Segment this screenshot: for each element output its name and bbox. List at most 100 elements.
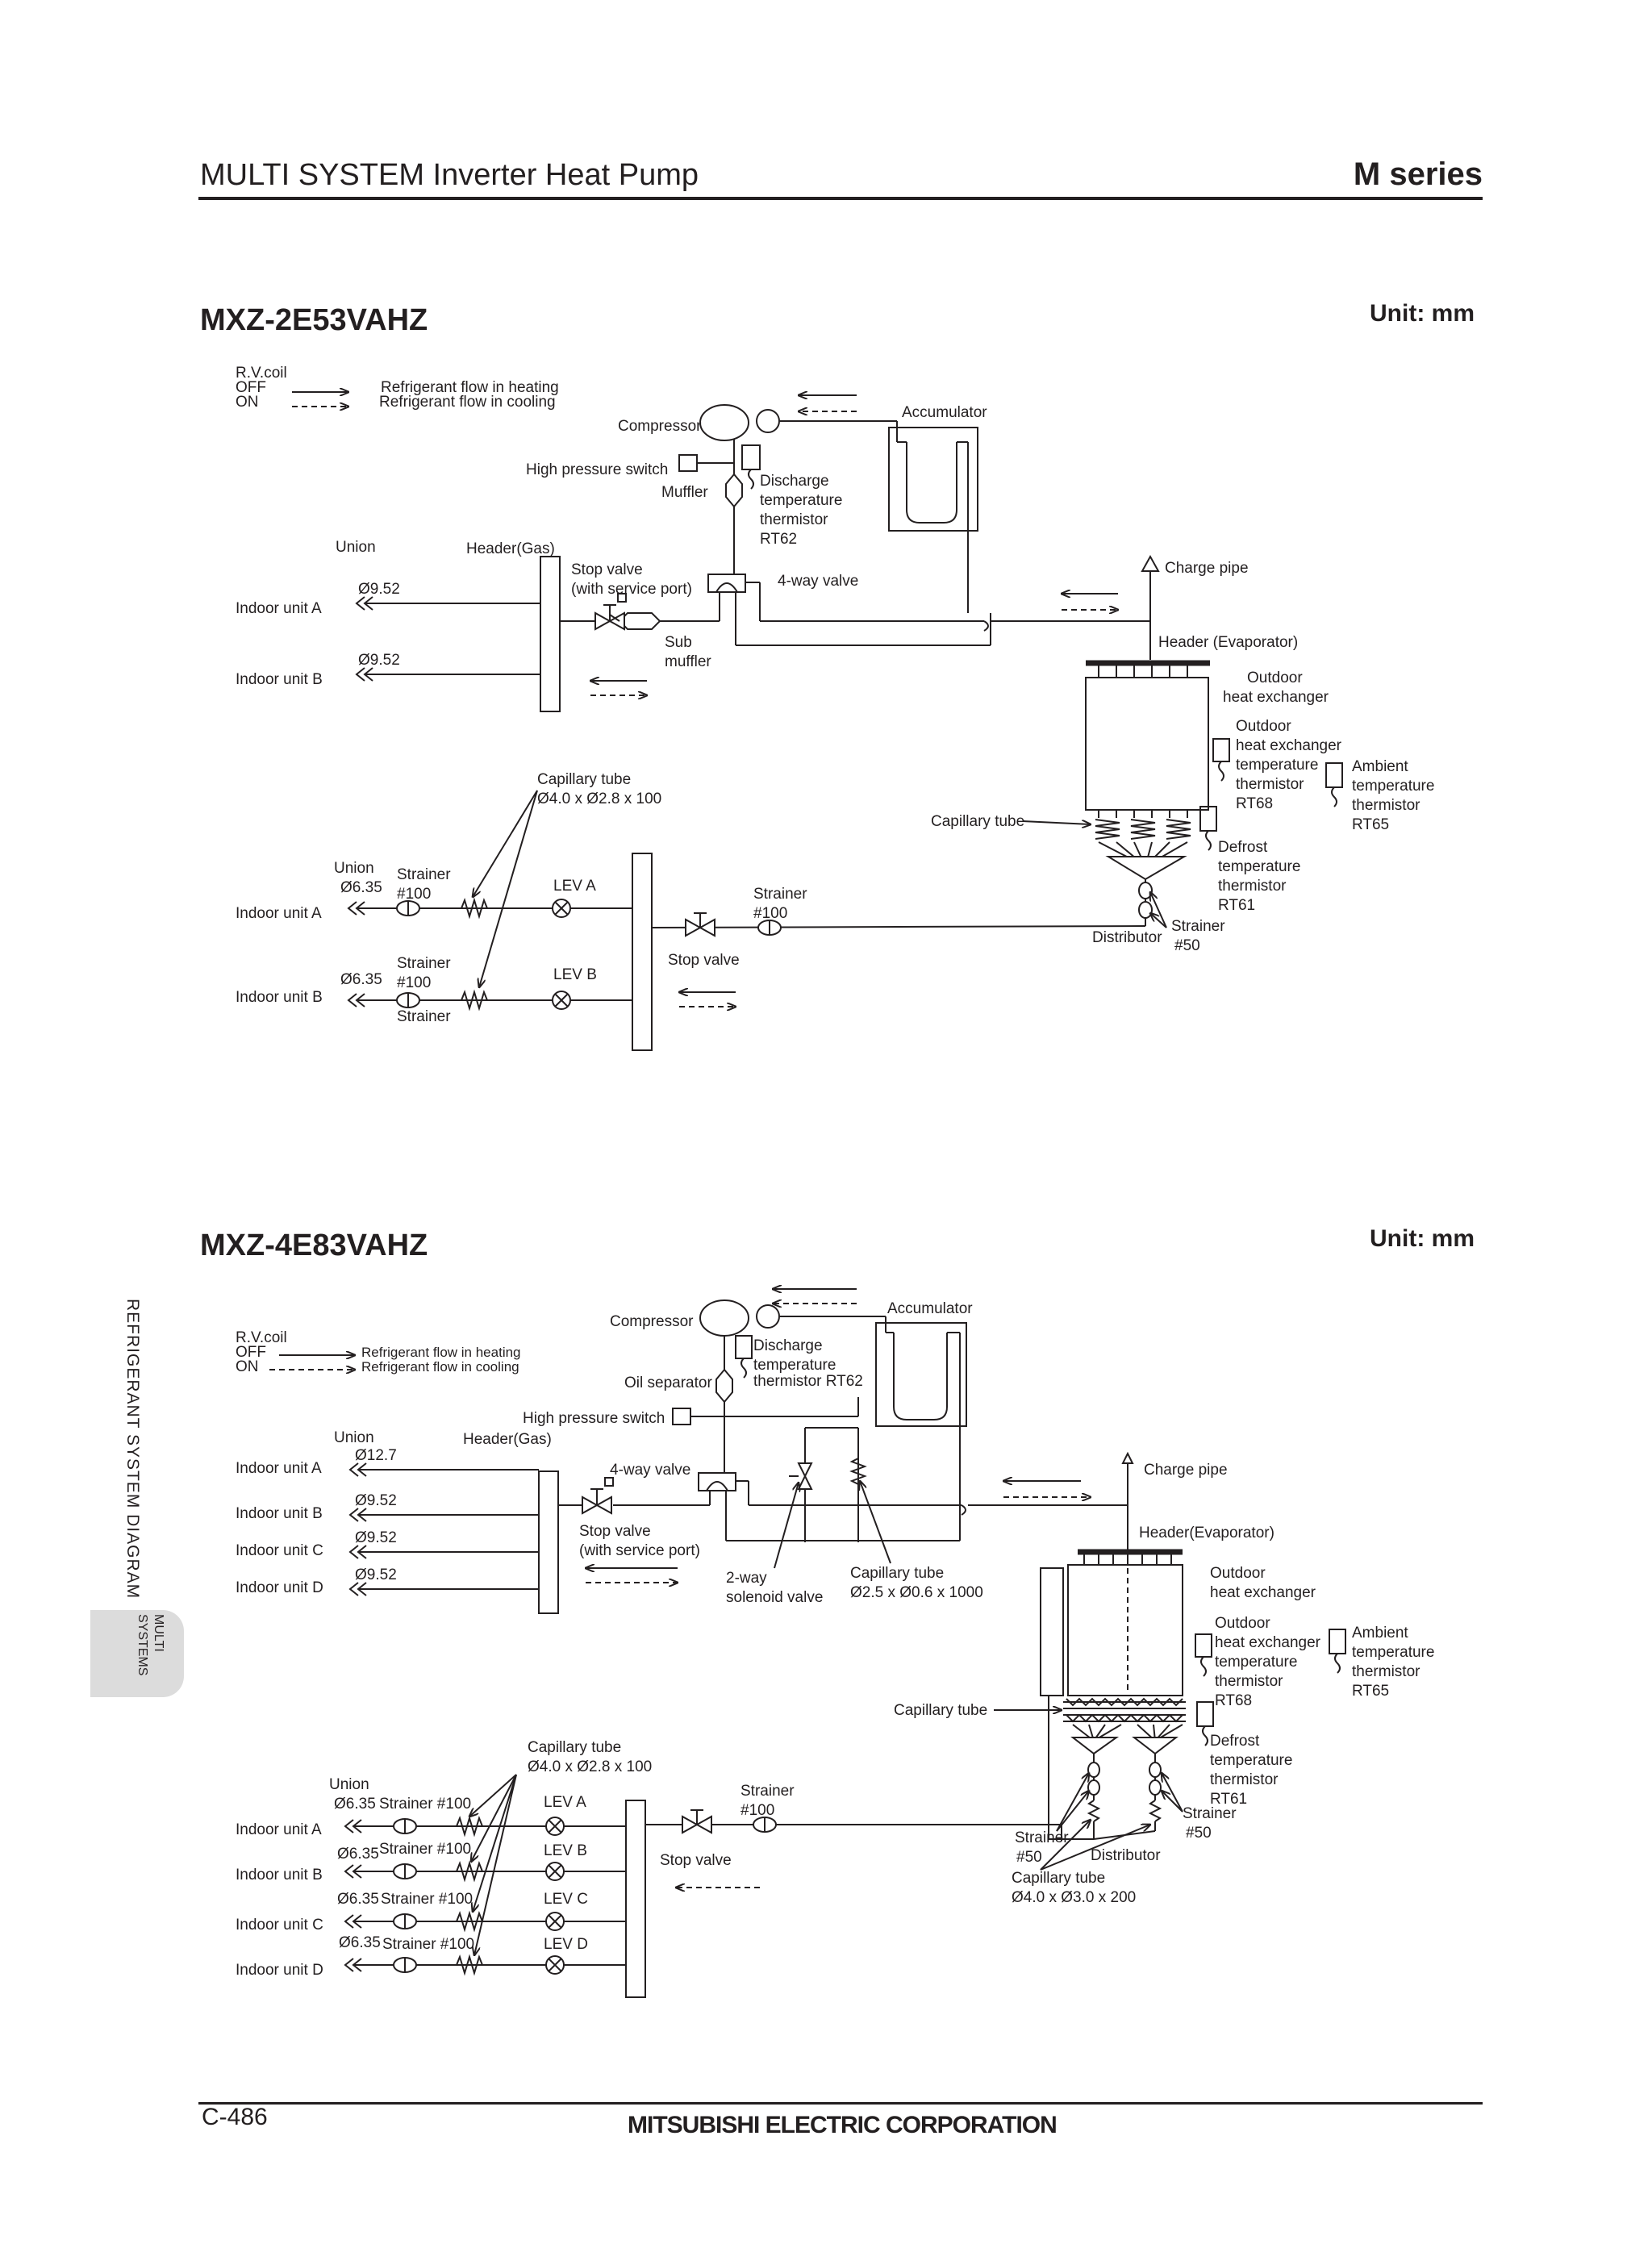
charge-pipe-label: Charge pipe [1165, 560, 1249, 577]
svg-text:#50: #50 [1174, 937, 1200, 954]
section-side-label: REFRIGERANT SYSTEM DIAGRAM [123, 1299, 142, 1600]
svg-text:#100: #100 [397, 886, 431, 903]
sub-heat-exchanger-icon [1040, 1567, 1064, 1696]
outdoor-hx-label: heat exchanger [1223, 689, 1329, 706]
svg-text:Strainer #100: Strainer #100 [382, 1936, 474, 1953]
sub-muffler-label: muffler [665, 653, 711, 670]
model-title-2: MXZ-4E83VAHZ [200, 1229, 428, 1262]
compressor-icon [699, 404, 749, 441]
footer-rule [198, 2102, 1483, 2105]
indoor-unit-b-liquid: Indoor unit B [236, 989, 323, 1006]
indoor-unit-a-2-label: Indoor unit A [236, 1460, 322, 1477]
svg-text:Capillary tube: Capillary tube [1012, 1870, 1105, 1887]
stop-valve-2-label: Stop valve [579, 1523, 651, 1540]
svg-text:R.V.coil: R.V.coil [236, 1329, 287, 1346]
model-title-1: MXZ-2E53VAHZ [200, 303, 428, 337]
svg-text:#50: #50 [1186, 1825, 1212, 1842]
svg-text:Ø9.52: Ø9.52 [355, 1566, 397, 1583]
compressor-2-label: Compressor [610, 1313, 694, 1330]
charge-pipe-2-icon [1121, 1451, 1134, 1464]
svg-text:Outdoor: Outdoor [1215, 1615, 1270, 1632]
svg-text:Ø6.35: Ø6.35 [337, 1891, 379, 1908]
indoor-unit-b-label: Indoor unit B [236, 671, 323, 688]
svg-text:thermistor: thermistor [1215, 1673, 1283, 1690]
outdoor-hx-2-label: heat exchanger [1210, 1584, 1316, 1601]
svg-text:temperature: temperature [753, 1357, 836, 1374]
charge-pipe-icon [1141, 554, 1160, 572]
capillary-tube-hx-2-label: Capillary tube [894, 1702, 987, 1719]
svg-text:thermistor: thermistor [1210, 1771, 1279, 1788]
svg-text:LEV B: LEV B [544, 1842, 587, 1859]
solenoid-valve-icon [797, 1462, 813, 1479]
high-pressure-switch-label: High pressure switch [526, 461, 668, 478]
accumulator-label: Accumulator [902, 404, 987, 421]
hps-2-icon [672, 1408, 691, 1425]
svg-text:temperature: temperature [1210, 1752, 1292, 1769]
sub-muffler-icon [618, 612, 661, 630]
svg-text:temperature: temperature [1215, 1654, 1297, 1671]
svg-text:#100: #100 [397, 974, 431, 991]
rt62-2-label: thermistor RT62 [753, 1373, 863, 1390]
svg-text:Indoor unit A: Indoor unit A [236, 1821, 322, 1838]
svg-text:Ø4.0 x Ø2.8 x 100: Ø4.0 x Ø2.8 x 100 [528, 1758, 652, 1775]
gas-header-2-icon [538, 1470, 559, 1614]
capillary-tube-hx-label: Capillary tube [931, 813, 1024, 830]
muffler-label: Muffler [661, 484, 708, 501]
svg-text:Union: Union [334, 1429, 374, 1446]
svg-text:temperature: temperature [1236, 757, 1318, 774]
svg-text:temperature: temperature [1218, 858, 1300, 875]
bypass-capillary-label: Capillary tube [850, 1565, 944, 1582]
svg-text:Strainer: Strainer [753, 886, 807, 903]
svg-text:Union: Union [329, 1776, 369, 1793]
svg-text:thermistor: thermistor [1218, 878, 1287, 895]
svg-text:Strainer #100: Strainer #100 [379, 1841, 471, 1858]
svg-text:#50: #50 [1016, 1849, 1042, 1866]
compressor-motor-icon [756, 409, 780, 433]
svg-text:ON: ON [236, 1358, 259, 1375]
svg-text:thermistor: thermistor [1352, 797, 1420, 814]
svg-text:thermistor: thermistor [1236, 776, 1304, 793]
svg-text:Ambient: Ambient [1352, 758, 1408, 775]
svg-text:Strainer #100: Strainer #100 [381, 1891, 473, 1908]
svg-text:Header(Gas): Header(Gas) [463, 1431, 552, 1448]
svg-text:Outdoor: Outdoor [1236, 718, 1291, 735]
pipe-size-b: Ø9.52 [358, 652, 400, 669]
svg-text:solenoid valve: solenoid valve [726, 1589, 823, 1606]
strainer-50-icon [1138, 882, 1153, 899]
accumulator-2-icon [875, 1322, 967, 1427]
svg-text:Strainer: Strainer [397, 1008, 451, 1025]
solenoid-valve-label: 2-way [726, 1570, 767, 1587]
svg-text:Strainer: Strainer [1015, 1829, 1069, 1846]
svg-text:Outdoor: Outdoor [1247, 670, 1303, 686]
hx-capillary-tubes-2-icon [1063, 1697, 1186, 1742]
svg-text:Ø12.7: Ø12.7 [355, 1447, 397, 1464]
svg-text:Ø9.52: Ø9.52 [355, 1492, 397, 1509]
svg-text:#100: #100 [740, 1802, 774, 1819]
discharge-thermistor-icon [741, 444, 761, 470]
svg-text:Discharge: Discharge [760, 473, 829, 490]
svg-text:(with service port): (with service port) [579, 1542, 700, 1559]
unit-label-2: Unit: mm [1370, 1225, 1475, 1252]
liquid-stop-valve-2-label: Stop valve [660, 1852, 732, 1869]
legend-off: OFF [236, 379, 266, 396]
corporation-name: MITSUBISHI ELECTRIC CORPORATION [628, 2112, 1058, 2138]
legend-2: R.V.coil OFF ON Refrigerant flow in heat… [236, 1329, 521, 1375]
svg-text:OFF: OFF [236, 1344, 266, 1361]
lev-a-label: LEV A [553, 878, 596, 895]
distributor-left-icon [1070, 1737, 1120, 1755]
svg-text:LEV A: LEV A [544, 1794, 586, 1811]
svg-text:Union: Union [334, 860, 374, 877]
rt68-label: RT68 [1236, 795, 1273, 812]
section-tab[interactable] [90, 1610, 184, 1697]
muffler-icon [725, 473, 743, 508]
series-label: M series [1353, 156, 1483, 192]
ohx-thermistor-icon [1212, 738, 1230, 762]
bypass-capillary-icon [849, 1458, 867, 1485]
svg-text:Ø6.35: Ø6.35 [340, 879, 382, 896]
legend-on: ON [236, 394, 259, 411]
stop-valve-2-icon [582, 1496, 599, 1515]
refrigerant-diagram-1: R.V.coil OFF ON Refrigerant flow in heat… [236, 365, 1434, 1051]
indoor-unit-c-2-label: Indoor unit C [236, 1542, 323, 1559]
svg-text:Ø6.35: Ø6.35 [334, 1796, 376, 1813]
